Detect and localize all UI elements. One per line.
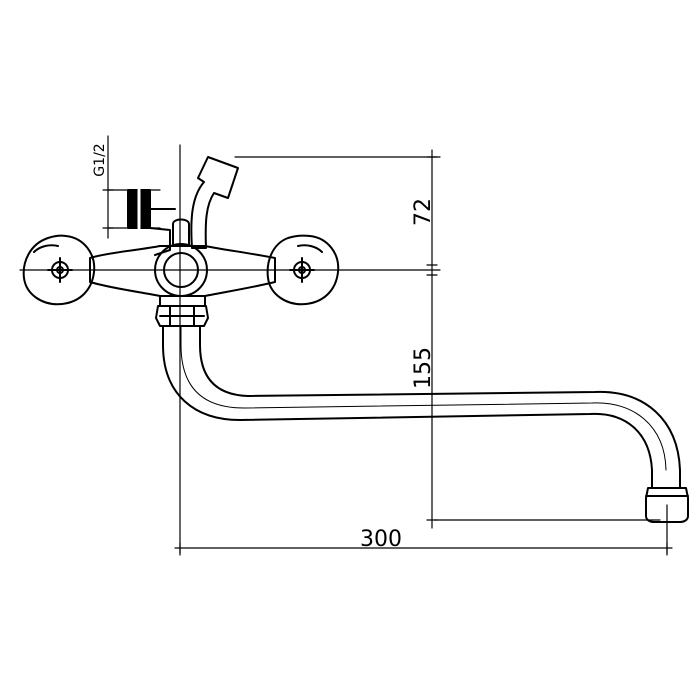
thread-label: G1/2: [92, 143, 108, 176]
left-handle: [22, 234, 96, 306]
wall-connector: [127, 188, 176, 256]
dimension-label-300: 300: [360, 527, 402, 552]
dimension-label-72: 72: [411, 198, 436, 226]
dimension-lines: [19, 135, 673, 556]
aerator: [645, 487, 689, 523]
dimension-label-155: 155: [411, 347, 436, 389]
spout: [162, 325, 681, 489]
center-diverter-knob: [154, 218, 208, 297]
diverter-lever: [190, 156, 239, 249]
right-handle: [266, 234, 340, 306]
spout-swivel-nut: [155, 305, 209, 327]
mixer-body: [89, 245, 276, 307]
